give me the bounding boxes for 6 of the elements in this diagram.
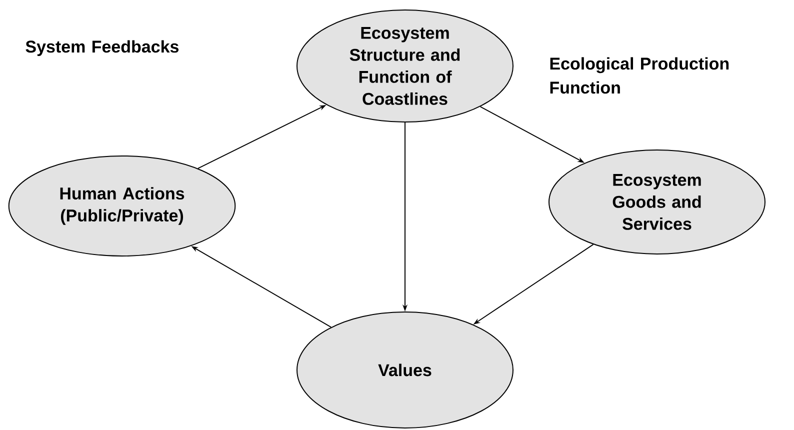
ellipse-node: Values: [296, 311, 514, 428]
ellipse-node: Ecosystem Structure and Function of Coastlines: [296, 10, 514, 122]
ellipse-node: Ecosystem Goods and Services: [548, 150, 766, 254]
ellipse-node: Human Actions (Public/Private): [8, 156, 236, 256]
heading-label: System Feedbacks: [26, 40, 178, 56]
heading-label: Ecological Production Function: [550, 57, 729, 94]
